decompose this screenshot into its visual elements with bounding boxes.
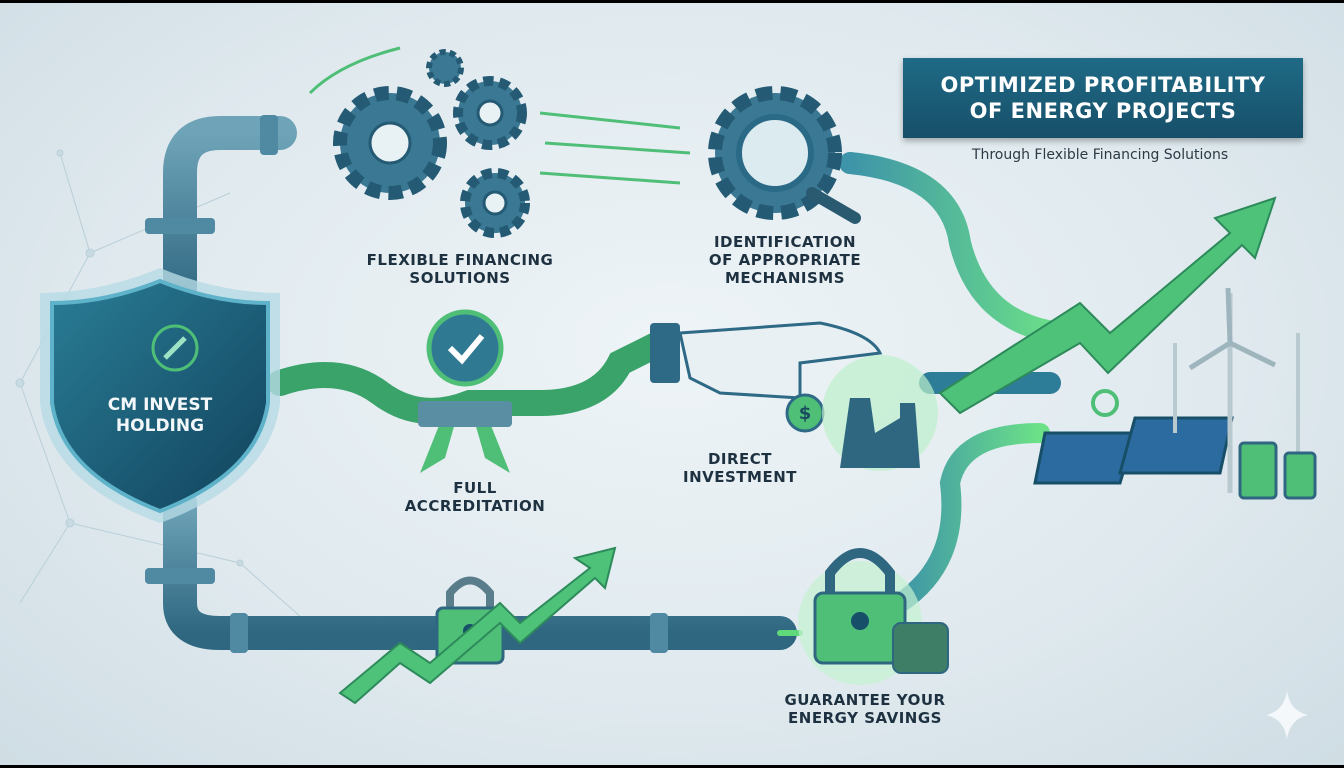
trend-arrow — [338, 546, 617, 705]
compass-icon — [151, 324, 199, 372]
step-label-line: IDENTIFICATION — [713, 233, 857, 251]
hand-coin-icon: $ — [650, 321, 883, 433]
step-label-line: GUARANTEE YOUR — [784, 691, 946, 709]
power-plant-icon — [822, 355, 938, 471]
accreditation-badge-icon — [418, 309, 512, 473]
shield-logo — [40, 268, 280, 523]
step-label-line: OF APPROPRIATE — [708, 251, 862, 269]
growth-arrow — [938, 196, 1277, 415]
step-label-line: ACCREDITATION — [404, 497, 546, 515]
step-guarantee-savings: GUARANTEE YOUR ENERGY SAVINGS — [784, 691, 945, 727]
gear-icons — [333, 49, 861, 238]
step-direct-investment: DIRECT INVESTMENT — [683, 450, 797, 486]
step-label-line: MECHANISMS — [724, 269, 846, 287]
shield-line-2: HOLDING — [115, 416, 205, 436]
renewable-energy-icons — [1033, 287, 1317, 500]
step-label-line: FLEXIBLE FINANCING — [366, 251, 554, 269]
step-label-line: SOLUTIONS — [409, 269, 511, 287]
step-flexible-financing: FLEXIBLE FINANCING SOLUTIONS — [367, 251, 554, 287]
step-label-line: FULL — [453, 479, 497, 497]
infographic: $ OPTIMIZED PROFITABILITY OF E — [0, 3, 1344, 765]
sparkle-icon — [1266, 691, 1308, 739]
title-banner: OPTIMIZED PROFITABILITY OF ENERGY PROJEC… — [903, 58, 1303, 138]
step-identification: IDENTIFICATION OF APPROPRIATE MECHANISMS — [709, 233, 861, 287]
title-line-1: OPTIMIZED PROFITABILITY — [940, 73, 1266, 97]
subtitle: Through Flexible Financing Solutions — [971, 147, 1229, 163]
svg-text:$: $ — [799, 403, 812, 424]
step-label-line: DIRECT — [707, 450, 773, 468]
flow-arrows — [308, 46, 691, 185]
network-lines — [15, 149, 331, 644]
illustration: $ — [15, 46, 1317, 739]
title-line-2: OF ENERGY PROJECTS — [969, 99, 1237, 123]
step-label-line: INVESTMENT — [683, 468, 797, 486]
pipe-collars — [145, 115, 668, 653]
shield-label: CM INVEST HOLDING — [108, 395, 212, 437]
shield-line-1: CM INVEST — [107, 395, 213, 415]
step-label-line: ENERGY SAVINGS — [788, 709, 942, 727]
step-full-accreditation: FULL ACCREDITATION — [405, 479, 546, 515]
